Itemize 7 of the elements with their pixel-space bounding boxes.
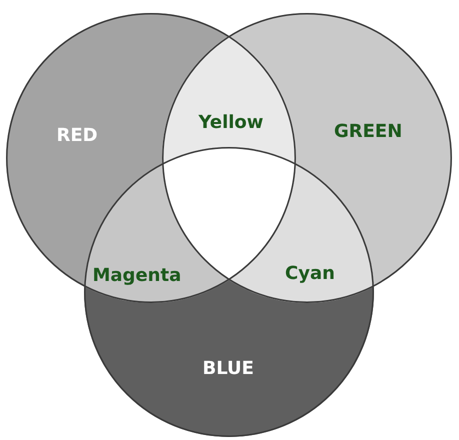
set-label: GREEN bbox=[334, 122, 402, 142]
set-label: BLUE bbox=[202, 358, 254, 380]
overlap-label: Cyan bbox=[285, 264, 335, 284]
overlap-label: Magenta bbox=[92, 266, 182, 286]
overlap-label: Yellow bbox=[198, 112, 264, 134]
venn-circle bbox=[84, 147, 374, 437]
set-label: RED bbox=[56, 126, 98, 146]
